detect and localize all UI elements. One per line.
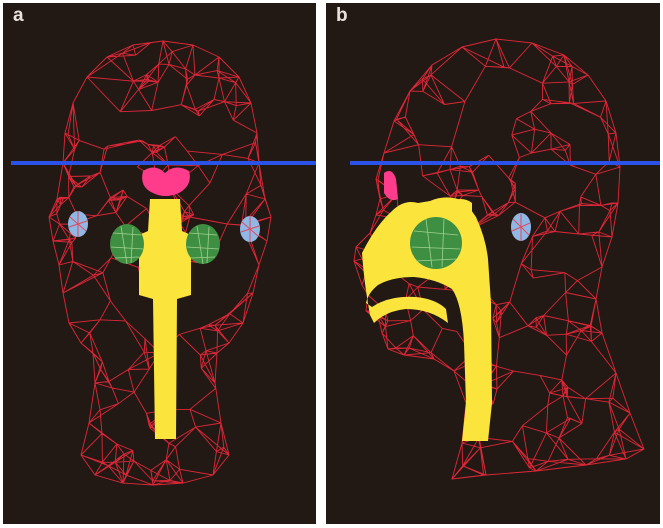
airway-column	[139, 199, 191, 439]
sella-region	[142, 167, 190, 196]
front-head-figure	[3, 3, 316, 524]
sella-region-side	[384, 171, 398, 200]
front-anatomy	[68, 167, 260, 439]
right-sinus	[186, 224, 220, 264]
panel-side-view: b	[326, 3, 660, 524]
maxillary-sinus-side	[410, 217, 462, 269]
left-sinus	[110, 224, 144, 264]
side-head-figure	[326, 3, 660, 524]
right-ear	[240, 216, 260, 242]
panel-front-view: a	[3, 3, 316, 524]
left-ear	[68, 211, 88, 237]
ear-side	[511, 213, 531, 241]
